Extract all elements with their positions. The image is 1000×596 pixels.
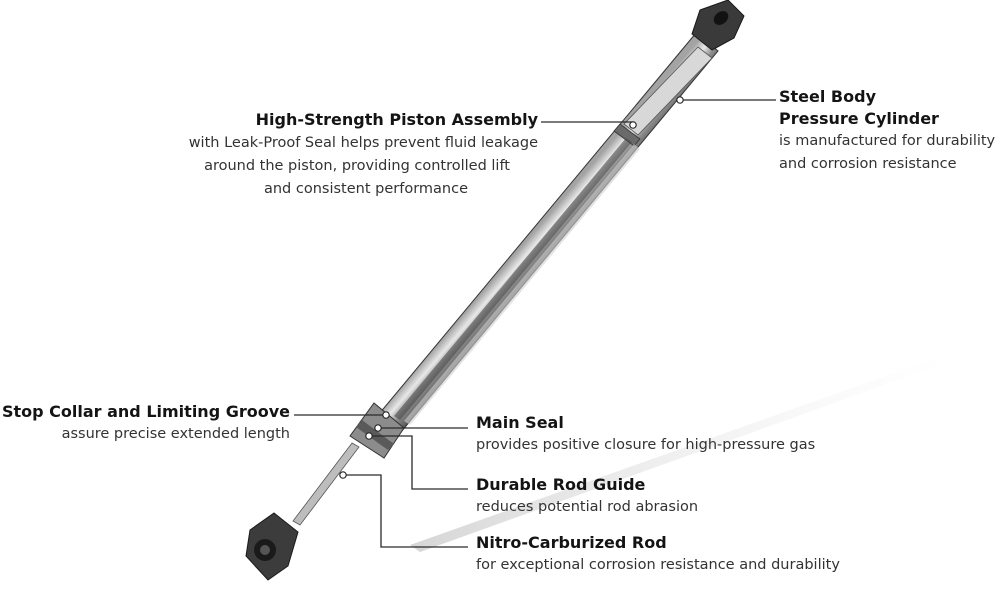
callout-piston-desc-3: and consistent performance <box>263 181 468 197</box>
leader-rod <box>343 474 468 548</box>
callout-piston-desc-1: with Leak-Proof Seal helps prevent fluid… <box>188 135 538 151</box>
inner-rod-highlight <box>404 144 640 425</box>
upper-end-fitting <box>691 0 745 51</box>
callout-piston: High-Strength Piston Assembly with Leak-… <box>189 109 538 201</box>
leader-dots <box>339 96 684 479</box>
piston-rod <box>292 442 360 526</box>
callout-stop-title: Stop Collar and Limiting Groove <box>1 402 290 421</box>
callout-piston-desc-2: around the piston, providing controlled … <box>204 158 510 174</box>
dot-piston <box>629 121 637 129</box>
lower-eyelet-bolt <box>260 545 270 555</box>
callout-rod-title: Nitro-Carburized Rod <box>476 533 667 552</box>
callout-body: Steel Body Pressure Cylinder is manufact… <box>779 86 995 176</box>
callout-body-title-2: Pressure Cylinder <box>779 109 939 128</box>
callout-rod-desc-1: for exceptional corrosion resistance and… <box>476 557 840 573</box>
leader-guide <box>370 435 468 490</box>
callout-body-desc-2: and corrosion resistance <box>779 156 957 172</box>
callout-guide-title: Durable Rod Guide <box>476 475 646 494</box>
callout-seal-title: Main Seal <box>476 413 564 432</box>
cast-shadow <box>410 355 948 552</box>
cutaway-window <box>623 46 713 136</box>
callout-guide: Durable Rod Guide reduces potential rod … <box>476 474 698 519</box>
dot-stop <box>382 411 390 419</box>
callout-piston-title: High-Strength Piston Assembly <box>255 110 538 129</box>
upper-eyelet <box>713 11 729 25</box>
dot-guide <box>365 432 373 440</box>
callout-stop-desc-1: assure precise extended length <box>61 426 290 442</box>
stop-collar-band <box>356 420 394 450</box>
callout-guide-desc-1: reduces potential rod abrasion <box>476 499 699 515</box>
callout-stop: Stop Collar and Limiting Groove assure p… <box>2 401 290 446</box>
dot-rod <box>339 471 347 479</box>
dot-seal <box>374 424 382 432</box>
callout-seal: Main Seal provides positive closure for … <box>476 412 815 457</box>
dot-body <box>676 96 684 104</box>
callout-body-desc-1: is manufactured for durability <box>779 133 996 149</box>
inner-rod <box>394 138 632 420</box>
callout-seal-desc-1: provides positive closure for high-press… <box>476 437 816 453</box>
callout-rod: Nitro-Carburized Rod for exceptional cor… <box>476 532 840 577</box>
callout-body-title-1: Steel Body <box>779 87 876 106</box>
